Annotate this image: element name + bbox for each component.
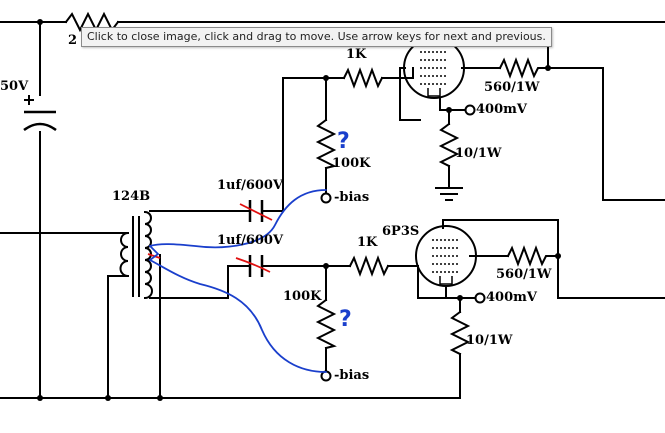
upper-question-mark: ? bbox=[337, 129, 350, 154]
upper-test-terminal bbox=[464, 104, 476, 116]
upper-plate-left-wire bbox=[399, 67, 421, 121]
transformer-sec-bottom bbox=[149, 265, 251, 299]
lower-grid-resistor bbox=[348, 255, 390, 277]
supply-capacitor bbox=[23, 110, 57, 132]
transformer-primary-bottom bbox=[107, 275, 129, 399]
upper-grid-resistor bbox=[342, 67, 384, 89]
supply-voltage-label: 50V bbox=[0, 79, 29, 94]
lower-grid-leak-resistor bbox=[315, 298, 337, 350]
upper-test-label: 400mV bbox=[476, 102, 528, 117]
upper-output-wire bbox=[547, 67, 665, 201]
lower-cathode-left-wire bbox=[417, 265, 447, 299]
upper-cathode-res-label: 10/1W bbox=[455, 146, 502, 161]
lower-test-label: 400mV bbox=[486, 290, 538, 305]
lower-screen-res-label: 560/1W bbox=[496, 267, 552, 282]
lower-bias-label: -bias bbox=[334, 368, 369, 383]
upper-grid-leak-resistor bbox=[315, 118, 337, 170]
transformer-core bbox=[132, 216, 140, 297]
lower-tube-label: 6P3S bbox=[382, 224, 419, 239]
transformer-label: 124B bbox=[112, 189, 150, 204]
upper-cap-wire bbox=[261, 77, 327, 212]
top-left-resistor-label: 2 bbox=[68, 33, 77, 48]
lower-cathode-resistor bbox=[449, 310, 471, 356]
lower-grid-res-label: 1K bbox=[357, 235, 378, 250]
lower-cathode-wire bbox=[445, 287, 461, 399]
upper-bias-terminal bbox=[320, 192, 332, 204]
lower-cap-label: 1uf/600V bbox=[217, 233, 284, 248]
upper-screen-resistor bbox=[498, 57, 549, 79]
upper-grid-leak-label: 100K bbox=[332, 156, 371, 171]
plus-sign bbox=[24, 95, 34, 105]
lower-coupling-cap bbox=[248, 255, 264, 277]
coupling-caps bbox=[248, 200, 264, 277]
blue-annotations bbox=[149, 189, 327, 373]
lower-screen-resistor bbox=[506, 245, 559, 267]
upper-grid-wire-2 bbox=[381, 67, 414, 79]
upper-grid-res-label: 1K bbox=[346, 47, 367, 62]
upper-coupling-cap bbox=[248, 200, 264, 222]
terminals bbox=[320, 104, 486, 382]
lower-cathode-res-label: 10/1W bbox=[466, 333, 513, 348]
image-viewer-tooltip[interactable]: Click to close image, click and drag to … bbox=[81, 27, 552, 47]
ground-symbol bbox=[435, 187, 463, 201]
lower-grid-leak-label: 100K bbox=[283, 289, 322, 304]
upper-bias-label: -bias bbox=[334, 190, 369, 205]
upper-cap-label: 1uf/600V bbox=[217, 178, 284, 193]
upper-cathode-wire bbox=[439, 97, 450, 189]
upper-screen-res-label: 560/1W bbox=[484, 80, 540, 95]
lower-plate-wire bbox=[442, 219, 665, 299]
lower-question-mark: ? bbox=[339, 307, 352, 332]
junction-dots bbox=[37, 19, 561, 401]
transformer-primary-coil bbox=[119, 231, 130, 278]
transformer-secondary-coil bbox=[143, 210, 153, 300]
lower-test-terminal bbox=[474, 292, 486, 304]
upper-cathode-resistor bbox=[438, 122, 460, 168]
lower-tube bbox=[415, 225, 477, 287]
